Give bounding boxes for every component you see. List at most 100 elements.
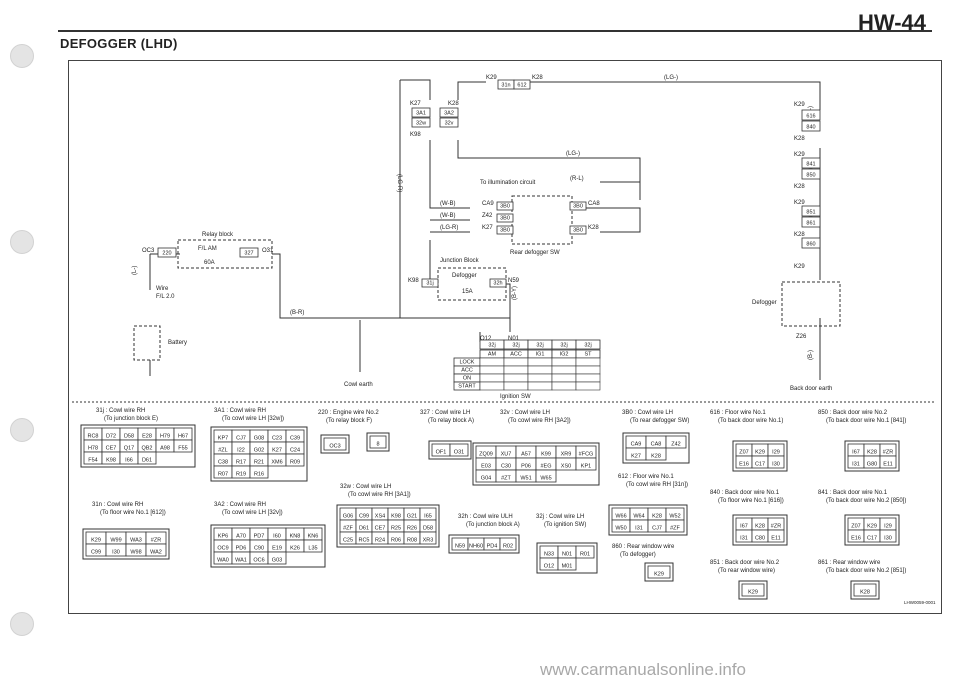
connector-861-box (801, 216, 821, 228)
pin-c31j-label: F54 (88, 458, 97, 464)
pin-c32w-label: G21 (407, 514, 417, 520)
connector-caption-sub-3A2: (To cowl wire LH [32v]) (222, 510, 283, 516)
rear-switch-outline (511, 195, 573, 245)
pin-c612-label: W66 (615, 514, 626, 520)
connector-caption-860: 860 : Rear window wire (612, 544, 675, 550)
pin-c32v-label: #ZT (501, 476, 511, 482)
connector-861-label: 861 (806, 221, 815, 227)
pin-c3a2-label: A70 (236, 534, 246, 540)
pin-c612-label: W52 (669, 514, 680, 520)
connector-caption-sub-220: (To relay block F) (326, 418, 372, 424)
connector-caption-220: 220 : Engine wire No.2 (318, 410, 379, 416)
connector-612-label: 612 (517, 83, 526, 89)
ignition-cell (479, 357, 505, 367)
pin-c32v-label: XU7 (501, 452, 512, 458)
pin-c31j-label: D72 (106, 434, 116, 440)
pin-c32w-label: XS4 (375, 514, 385, 520)
connector-n59: N59 (508, 278, 520, 284)
ignition-col-ig1-label: IG1 (536, 352, 545, 358)
connector-850-box (801, 168, 821, 180)
connector-caption-3B0: 3B0 : Cowl wire LH (622, 410, 673, 416)
pin-c612-label: K28 (652, 514, 662, 520)
pin-c32w-label: RC5 (358, 538, 369, 544)
pin-c32v-label: #FCG (579, 452, 594, 458)
connector-841-box (801, 157, 821, 169)
pin-c31j-label: D61 (142, 458, 152, 464)
connector-3b0-d-label: 3B0 (573, 204, 583, 210)
connector-face-c3b0 (622, 432, 690, 464)
pin-c32v-label: KP1 (581, 464, 591, 470)
connector-caption-sub-860: (To defogger) (620, 552, 656, 558)
pin-c850-label: I31 (852, 462, 860, 468)
wire-color-l: (L-) (132, 266, 138, 275)
connector-caption-616: 616 : Floor wire No.1 (710, 410, 766, 416)
pin-c32w-label: G06 (343, 514, 353, 520)
connector-face-c220 (366, 432, 390, 452)
pin-c31j-label: H79 (160, 434, 170, 440)
pin-c3a2-box (303, 539, 323, 553)
connector-face-c840 (732, 514, 788, 546)
ignition-cell (527, 365, 553, 375)
connector-o31: O31 (262, 248, 274, 254)
pin-c841-label: C17 (867, 536, 877, 542)
pin-oc3-box (323, 437, 347, 451)
connector-3a2-label: 3A2 (444, 111, 454, 117)
connector-k28: K28 (448, 101, 459, 107)
connector-caption-612: 612 : Floor wire No.1 (618, 474, 674, 480)
pin-c3a1-label: R19 (236, 472, 246, 478)
pin-c3a1-label: G02 (254, 448, 264, 454)
connector-31j-box (421, 278, 439, 288)
ignition-row-start-label: START (458, 384, 476, 390)
pin-c3a2-label: L35 (308, 546, 317, 552)
pin-c31j-label: K98 (106, 458, 116, 464)
wires (72, 79, 936, 403)
connector-z26: Z26 (796, 334, 807, 340)
ignition-col-st-label: ST (584, 352, 592, 358)
connector-3b0-b-box (496, 213, 514, 223)
connector-612-box (513, 79, 531, 90)
pin-c3a1-box (249, 465, 269, 479)
pin-c31n-label: W98 (130, 550, 141, 556)
connector-face-c861 (850, 580, 880, 600)
illumination-label: To illumination circuit (480, 180, 536, 186)
connector-32w-label: 32w (416, 121, 426, 127)
pin-c32v-label: W65 (540, 476, 551, 482)
connector-k27: K27 (410, 101, 421, 107)
pin-c3a2-label: WA1 (235, 558, 247, 564)
pin-c32v-label: P06 (521, 464, 531, 470)
connector-3b0-d-box (569, 201, 587, 211)
wire-junction-in (429, 240, 438, 285)
connector-k29-r4: K29 (794, 264, 805, 270)
pin-c32j-label: N01 (562, 552, 572, 558)
connector-face-c860 (644, 562, 674, 582)
pin-c3a2-label: KN6 (308, 534, 319, 540)
connector-32v-box (439, 117, 459, 128)
wire-size: F/L 2.0 (156, 294, 175, 300)
pin-c840-label: I67 (740, 524, 748, 530)
pin-c3b0-label: CA9 (631, 442, 642, 448)
defogger-label: Defogger (752, 300, 777, 306)
pin-c3a1-box (285, 453, 305, 467)
pin-c840-label: #ZR (771, 524, 781, 530)
watermark: www.carmanualsonline.info (540, 660, 746, 679)
connector-oc3: OC3 (142, 248, 155, 254)
pin-c32j-label: N33 (544, 552, 554, 558)
pin-c3a1-label: R17 (236, 460, 246, 466)
pin-c32h-label: NH60 (469, 544, 483, 550)
pin-c3a2-label: KP6 (218, 534, 228, 540)
wire-color-b-3: (B-) (808, 350, 814, 360)
pin-c31j-box (173, 439, 193, 453)
pin-c32j-box (557, 557, 577, 571)
ignition-cell (503, 357, 529, 367)
connector-caption-sub-327: (To relay block A) (428, 418, 474, 424)
rear-defogger-sw-label: Rear defogger SW (510, 250, 560, 256)
pin-c32j-label: M01 (562, 564, 573, 570)
connector-caption-851: 851 : Back door wire No.2 (710, 560, 780, 566)
junction-fuse-amp: 15A (462, 289, 473, 295)
pin-c32v-label: G04 (481, 476, 491, 482)
connector-840-box (801, 120, 821, 132)
pin-c32w-label: D61 (359, 526, 369, 532)
connector-caption-sub-32w: (To cowl wire RH [3A1]) (348, 492, 411, 498)
connector-captions: 31j : Cowl wire RH(To junction block E)3… (92, 408, 906, 574)
